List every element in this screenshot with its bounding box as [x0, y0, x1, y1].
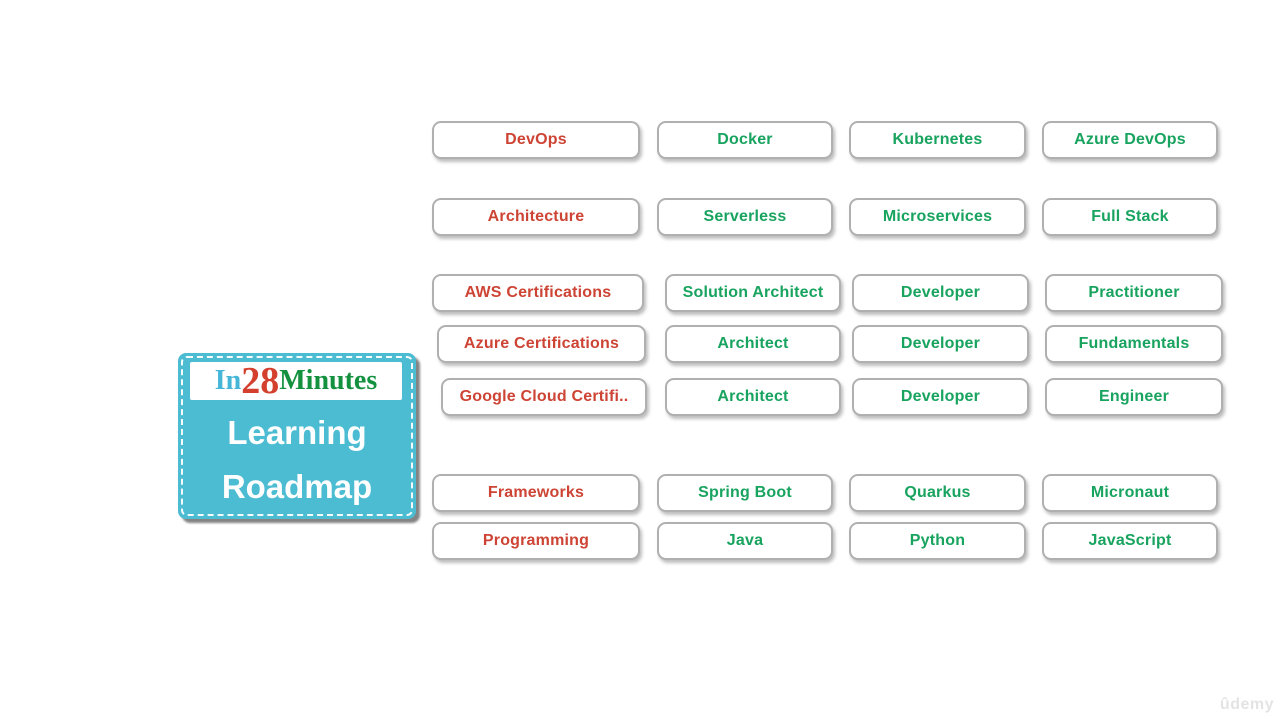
box-java: Java — [657, 522, 833, 560]
box-label: Microservices — [882, 208, 993, 225]
box-devops: DevOps — [432, 121, 640, 159]
box-label: DevOps — [505, 131, 567, 148]
box-label: Architect — [717, 388, 789, 405]
box-label: Frameworks — [487, 484, 585, 501]
box-label: Solution Architect — [682, 284, 824, 301]
box-gcp-architect: Architect — [665, 378, 841, 416]
box-programming: Programming — [432, 522, 640, 560]
box-aws-practitioner: Practitioner — [1045, 274, 1223, 312]
box-label: Developer — [900, 388, 981, 405]
box-solution-architect: Solution Architect — [665, 274, 841, 312]
logo-title-line2: Roadmap — [221, 468, 373, 505]
box-label: Java — [726, 532, 764, 549]
box-label: Fundamentals — [1078, 335, 1190, 352]
box-label: Azure DevOps — [1074, 131, 1186, 148]
box-architecture: Architecture — [432, 198, 640, 236]
brand-part-in: In — [214, 365, 242, 396]
box-label: Quarkus — [904, 484, 971, 501]
logo-title-line1: Learning — [227, 414, 367, 451]
brand-part-minutes: Minutes — [279, 365, 378, 396]
box-label: Python — [909, 532, 966, 549]
box-docker: Docker — [657, 121, 833, 159]
box-kubernetes: Kubernetes — [849, 121, 1026, 159]
box-javascript: JavaScript — [1042, 522, 1218, 560]
box-label: Architect — [717, 335, 789, 352]
box-label: Developer — [900, 284, 981, 301]
box-azure-developer: Developer — [852, 325, 1029, 363]
box-google-cloud-certifications: Google Cloud Certifi.. — [441, 378, 647, 416]
box-frameworks: Frameworks — [432, 474, 640, 512]
box-label: Google Cloud Certifi.. — [459, 388, 629, 405]
box-label: Full Stack — [1091, 208, 1169, 225]
box-label: Engineer — [1098, 388, 1170, 405]
box-gcp-developer: Developer — [852, 378, 1029, 416]
box-serverless: Serverless — [657, 198, 833, 236]
box-microservices: Microservices — [849, 198, 1026, 236]
box-label: Kubernetes — [892, 131, 983, 148]
box-aws-certifications: AWS Certifications — [432, 274, 644, 312]
box-label: Spring Boot — [698, 484, 792, 501]
box-label: Programming — [482, 532, 590, 549]
box-label: Docker — [717, 131, 773, 148]
box-label: Serverless — [703, 208, 787, 225]
box-label: Architecture — [487, 208, 585, 225]
box-azure-fundamentals: Fundamentals — [1045, 325, 1223, 363]
box-label: Developer — [900, 335, 981, 352]
box-label: AWS Certifications — [464, 284, 612, 301]
in28minutes-brand: In 28 Minutes — [190, 362, 402, 400]
box-spring-boot: Spring Boot — [657, 474, 833, 512]
in28minutes-logo-card: In 28 Minutes Learning Roadmap — [178, 353, 416, 519]
brand-part-28: 28 — [241, 360, 280, 402]
box-azure-certifications: Azure Certifications — [437, 325, 646, 363]
udemy-watermark: ûdemy — [1219, 696, 1274, 713]
box-full-stack: Full Stack — [1042, 198, 1218, 236]
box-aws-developer: Developer — [852, 274, 1029, 312]
box-label: Micronaut — [1090, 484, 1170, 501]
box-label: JavaScript — [1088, 532, 1172, 549]
box-micronaut: Micronaut — [1042, 474, 1218, 512]
box-quarkus: Quarkus — [849, 474, 1026, 512]
box-label: Azure Certifications — [463, 335, 620, 352]
box-azure-architect: Architect — [665, 325, 841, 363]
box-azure-devops: Azure DevOps — [1042, 121, 1218, 159]
box-label: Practitioner — [1088, 284, 1180, 301]
box-gcp-engineer: Engineer — [1045, 378, 1223, 416]
box-python: Python — [849, 522, 1026, 560]
